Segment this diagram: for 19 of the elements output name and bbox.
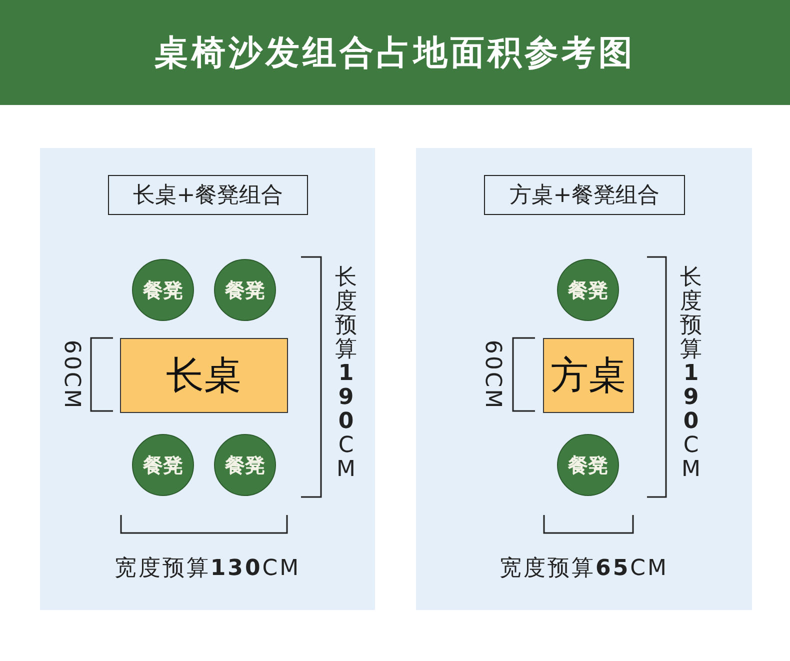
- dimension-label: 宽度预算130CM: [113, 555, 302, 583]
- stool-circle: 餐凳: [557, 259, 619, 321]
- stool-circle: 餐凳: [557, 434, 619, 496]
- panel-background: [40, 148, 375, 610]
- stool-circle: 餐凳: [132, 434, 194, 496]
- dimension-label: 宽度预算65CM: [498, 555, 670, 583]
- heading-box: 方桌+餐凳组合: [484, 175, 685, 215]
- heading-box: 长桌+餐凳组合: [108, 175, 308, 215]
- title-banner: 桌椅沙发组合占地面积参考图: [0, 0, 790, 105]
- stool-circle: 餐凳: [214, 434, 276, 496]
- dimension-label: 60CM: [58, 338, 86, 412]
- dimension-label: 60CM: [480, 338, 506, 412]
- stool-circle: 餐凳: [214, 259, 276, 321]
- panel-background: [416, 148, 752, 610]
- table-rect: 长桌: [120, 338, 288, 413]
- stool-circle: 餐凳: [132, 259, 194, 321]
- dimension-label: 长度预算190CM: [334, 266, 358, 484]
- table-rect: 方桌: [543, 338, 634, 413]
- dimension-label: 长度预算190CM: [679, 266, 703, 484]
